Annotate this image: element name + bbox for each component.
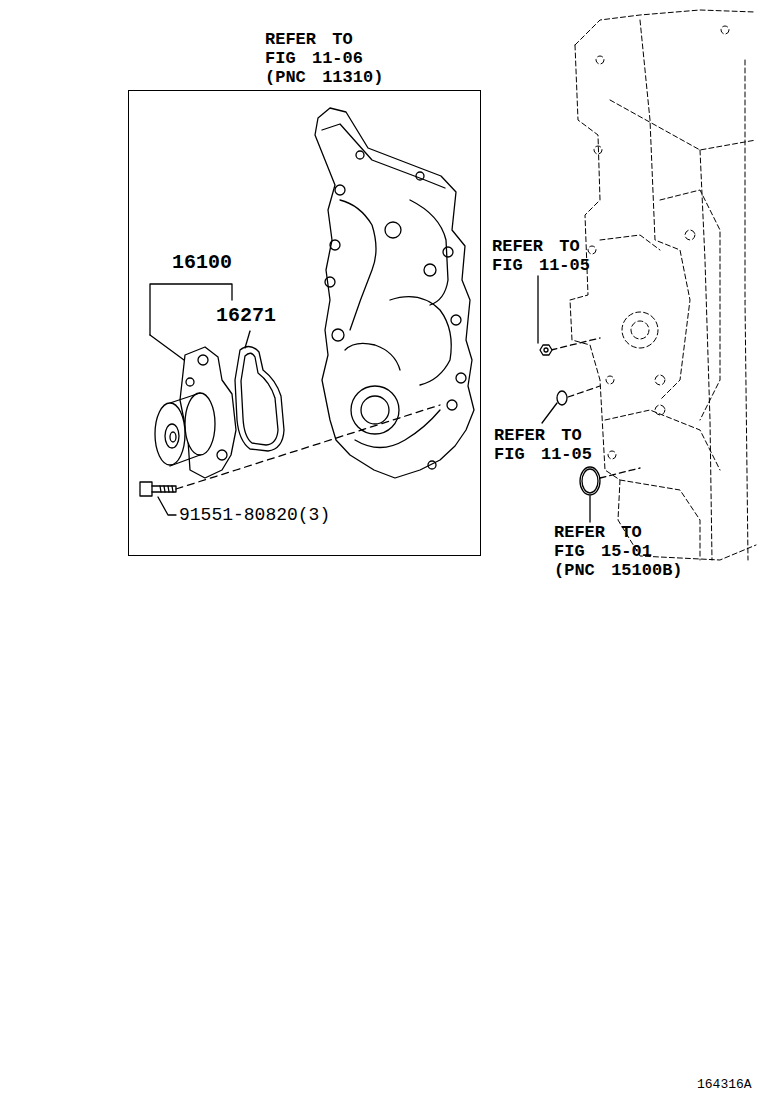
part-number: 91551-80820(3)	[179, 505, 330, 525]
timing-cover	[385, 222, 401, 238]
label-holder: 16271	[216, 305, 276, 327]
callout-number: 16100	[172, 252, 232, 274]
water-pump	[198, 355, 208, 365]
engine-block	[655, 375, 665, 385]
water-pump	[180, 347, 236, 478]
leader-line	[589, 496, 590, 522]
timing-cover	[447, 400, 457, 410]
engine-block	[622, 312, 658, 348]
water-pump	[185, 393, 215, 455]
timing-cover	[332, 329, 344, 341]
label-holder: 16100	[172, 252, 232, 274]
label-holder: REFER TO FIG 11-05	[494, 426, 606, 464]
gasket	[235, 346, 284, 451]
timing-cover	[330, 240, 340, 250]
engine-block	[575, 10, 755, 45]
timing-cover	[335, 185, 345, 195]
engine-block	[606, 376, 614, 384]
engine-block	[594, 146, 602, 154]
engine-block	[745, 60, 748, 560]
engine-block	[610, 100, 756, 150]
timing-cover	[361, 396, 389, 424]
timing-cover	[315, 108, 474, 478]
seal-parts	[557, 391, 567, 405]
engine-block	[608, 451, 616, 459]
label-holder: 164316A	[697, 1077, 752, 1092]
seal-parts	[544, 348, 548, 352]
bolt	[160, 486, 173, 492]
bolt	[140, 482, 176, 496]
engine-block	[660, 190, 720, 420]
timing-cover	[325, 277, 335, 287]
engine-block	[570, 10, 756, 560]
drawing-number: 164316A	[697, 1077, 752, 1092]
engine-block	[685, 230, 695, 240]
bolt	[152, 486, 176, 492]
engine-block	[631, 321, 649, 339]
seal-parts	[540, 338, 640, 495]
engine-block	[588, 246, 596, 254]
timing-cover	[416, 172, 424, 180]
seal-parts	[580, 467, 600, 495]
engine-block	[640, 20, 690, 400]
timing-cover	[390, 297, 451, 385]
timing-cover	[410, 200, 448, 305]
timing-cover	[424, 264, 436, 276]
water-pump	[186, 378, 194, 386]
gasket	[241, 353, 278, 445]
timing-cover	[351, 386, 399, 434]
reference-note: REFER TO FIG 15-01 (PNC 15100B)	[554, 523, 685, 580]
reference-heading: REFER TO FIG 11-06 (PNC 11310)	[265, 30, 392, 87]
water-pump	[165, 424, 179, 448]
water-pump	[170, 432, 176, 442]
leader-line	[537, 276, 538, 343]
timing-cover	[355, 410, 440, 448]
leader-line	[542, 403, 557, 423]
timing-cover	[451, 315, 461, 325]
water-pump	[155, 403, 185, 465]
engine-block	[570, 45, 756, 560]
engine-block	[596, 56, 604, 64]
parts-illustration	[140, 10, 756, 560]
timing-cover	[356, 151, 364, 159]
leader-line	[150, 276, 590, 522]
timing-cover	[315, 108, 474, 478]
callout-number: 16271	[216, 305, 276, 327]
timing-cover	[322, 124, 445, 188]
label-holder: REFER TO FIG 11-05	[492, 237, 604, 275]
timing-cover	[456, 373, 466, 383]
engine-block	[721, 26, 729, 34]
timing-cover	[428, 461, 436, 469]
label-holder: REFER TO FIG 15-01 (PNC 15100B)	[554, 523, 685, 580]
timing-cover	[340, 200, 376, 330]
seal-parts	[551, 338, 600, 350]
engine-block	[605, 410, 720, 470]
water-pump	[155, 347, 236, 478]
seal-parts	[568, 386, 600, 397]
reference-note: REFER TO FIG 11-05	[494, 426, 606, 464]
label-holder: 91551-80820(3)	[179, 505, 330, 525]
timing-cover	[345, 343, 400, 370]
engine-block	[700, 150, 712, 560]
engine-block	[655, 405, 665, 415]
leader-line	[158, 497, 176, 515]
leader-line	[245, 331, 250, 348]
leader-line	[150, 335, 184, 360]
seal-parts	[600, 468, 640, 478]
reference-box: REFER TO FIG 11-06 (PNC 11310)	[128, 90, 481, 556]
bolt	[140, 482, 152, 496]
seal-parts	[582, 469, 598, 493]
gasket	[235, 346, 284, 451]
timing-cover	[443, 247, 453, 257]
engine-block	[600, 235, 660, 250]
water-pump	[217, 450, 227, 460]
seal-parts	[540, 345, 552, 355]
reference-note: REFER TO FIG 11-05	[492, 237, 604, 275]
